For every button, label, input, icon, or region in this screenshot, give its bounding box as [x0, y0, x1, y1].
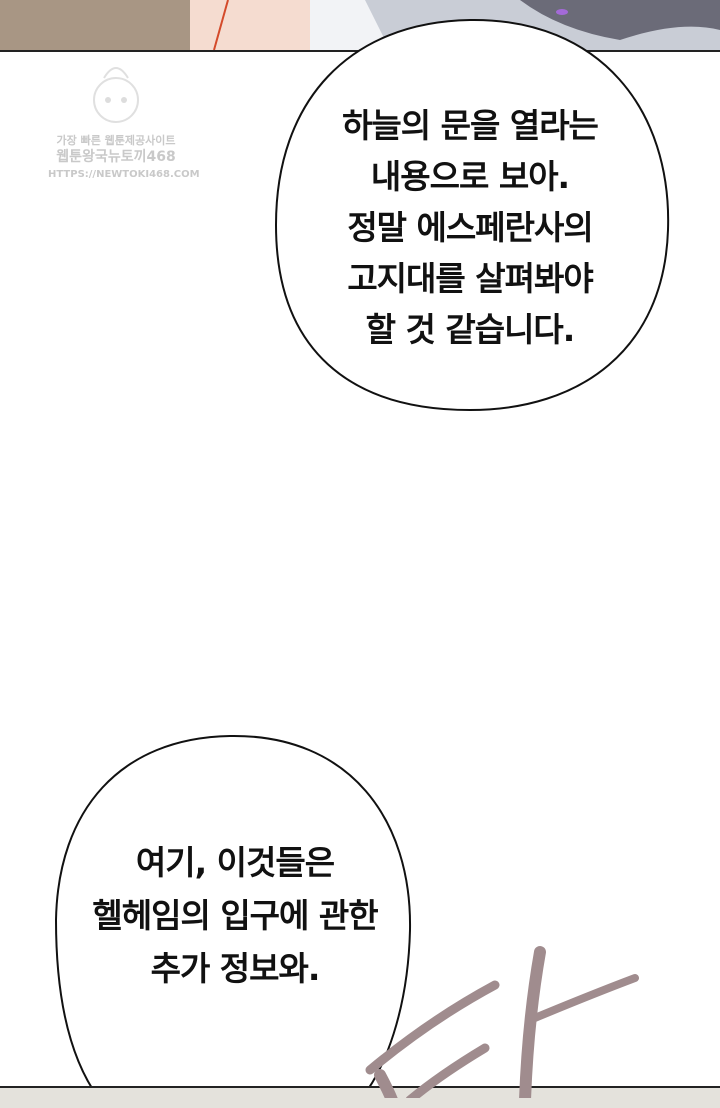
watermark-line2: 웹툰왕국뉴토끼468 [56, 149, 176, 165]
bubble-2-line: 여기, 이것들은 [135, 843, 335, 882]
top-panel-illustration [0, 0, 720, 50]
speech-bubble-2-text: 여기, 이것들은 헬헤임의 입구에 관한 추가 정보와. [60, 836, 410, 995]
top-panel-art [0, 0, 720, 52]
bubble-1-line: 할 것 같습니다. [365, 310, 576, 349]
speech-bubble-2 [54, 734, 412, 1098]
sfx-strokes [365, 946, 639, 1098]
bubble-1-line: 내용으로 보아. [370, 157, 570, 196]
bubble-1-line: 하늘의 문을 열라는 [342, 106, 599, 145]
watermark-url: HTTPS://NEWTOKI468.COM [48, 169, 200, 180]
speech-bubble-1-text: 하늘의 문을 열라는 내용으로 보아. 정말 에스페란사의 고지대를 살펴봐야 … [300, 100, 640, 355]
bubble-1-line: 정말 에스페란사의 [347, 208, 593, 247]
bubble-1-line: 고지대를 살펴봐야 [347, 259, 593, 298]
bubble-2-line: 추가 정보와. [150, 949, 321, 988]
watermark-mascot-icon [93, 67, 139, 123]
bubble-2-line: 헬헤임의 입구에 관한 [92, 896, 378, 935]
watermark: 가장 빠른 웹툰제공사이트 웹툰왕국뉴토끼468 HTTPS://NEWTOKI… [48, 67, 200, 183]
speech-bubble-1 [274, 18, 670, 412]
watermark-line1: 가장 빠른 웹툰제공사이트 [56, 134, 176, 147]
